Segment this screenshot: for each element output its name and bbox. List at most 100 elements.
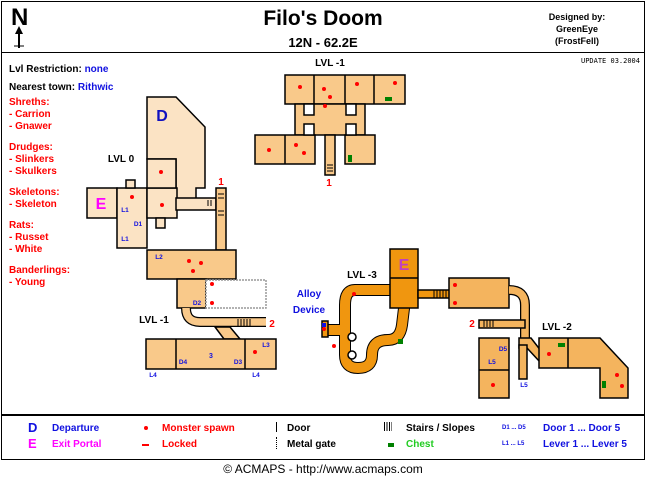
level-m1-bottom — [145, 187, 277, 370]
spawn-icon — [328, 95, 332, 99]
gate-icon — [276, 437, 278, 449]
spawn-icon — [393, 81, 397, 85]
monster-group: Shreths:- Carrion- Gnawer — [9, 97, 52, 132]
legend-gate: Metal gate — [287, 439, 336, 450]
spawn-icon — [267, 148, 271, 152]
spawn-icon — [144, 426, 148, 430]
town-value: Rithwic — [77, 82, 114, 93]
door-label: D2 — [193, 300, 202, 307]
monster-group: Skeletons:- Skeleton — [9, 187, 60, 210]
page-title: Filo's Doom — [263, 7, 383, 30]
level-label: LVL 0 — [108, 154, 135, 165]
designed-by-label: Designed by: — [548, 12, 606, 22]
spawn-icon — [355, 82, 359, 86]
restriction-label: Lvl Restriction: — [9, 64, 82, 75]
spawn-icon — [160, 203, 164, 207]
legend-departure: Departure — [52, 423, 100, 434]
spawn-icon — [130, 195, 134, 199]
level-0 — [86, 96, 217, 249]
spawn-icon — [453, 283, 457, 287]
stairs-icon — [207, 193, 224, 216]
spawn-icon — [453, 301, 457, 305]
lever-label: L1 — [121, 207, 129, 214]
monster-group: Banderlings:- Young — [9, 265, 71, 288]
level-label: LVL -1 — [139, 315, 169, 326]
lever-label: L5 — [488, 359, 496, 366]
spawn-icon — [210, 282, 214, 286]
spawn-icon — [620, 384, 624, 388]
link-marker: 2 — [269, 319, 275, 330]
spawn-icon — [187, 259, 191, 263]
door-label: D1 — [134, 221, 143, 228]
spawn-icon — [199, 261, 203, 265]
designer-name: GreenEye — [555, 24, 599, 34]
monster-list: Shreths:- Carrion- Gnawer Drudges:- Slin… — [9, 97, 70, 289]
legend-locked: Locked — [162, 439, 198, 450]
spawn-icon — [615, 373, 619, 377]
spawn-icon — [294, 143, 298, 147]
lever-label: L3 — [262, 342, 270, 349]
departure-marker: D — [156, 108, 168, 125]
designer-server: (FrostFell) — [555, 36, 599, 46]
stairs-icon — [483, 320, 494, 327]
spawn-icon — [352, 292, 356, 296]
spawn-icon — [298, 85, 302, 89]
stairs-icon — [433, 290, 447, 298]
north-arrow-icon — [14, 26, 24, 48]
lever-label: L2 — [155, 254, 163, 261]
footer-copyright: © ACMAPS - http://www.acmaps.com — [223, 462, 423, 476]
link-marker: 2 — [469, 319, 475, 330]
spawn-icon — [322, 327, 326, 331]
legend-door: Door — [287, 423, 311, 434]
stairs — [207, 164, 494, 327]
lever-label: L4 — [149, 372, 157, 379]
coordinates: 12N - 62.2E — [288, 35, 358, 50]
legend-doors: Door 1 ... Door 5 — [543, 423, 621, 434]
alloy-device-label: Device — [293, 305, 326, 316]
level-m1-top — [254, 74, 406, 176]
level-label: LVL -3 — [347, 270, 377, 281]
spawn-icon — [253, 350, 257, 354]
legend-stairs: Stairs / Slopes — [406, 423, 475, 434]
spawn-icon — [491, 383, 495, 387]
level-label: LVL -2 — [542, 322, 572, 333]
chest-icon — [558, 343, 565, 347]
spawn-icon — [302, 151, 306, 155]
chest-icon — [388, 443, 394, 447]
link-marker: 1 — [218, 177, 224, 188]
door-label: D5 — [499, 346, 508, 353]
legend: D Departure E Exit Portal Monster spawn … — [1, 415, 645, 460]
map-area: UPDATE 03.2004 Lvl Restriction: none Nea… — [1, 52, 645, 415]
lever-label: L4 — [252, 372, 260, 379]
door-label: D4 — [179, 359, 188, 366]
link-marker: 1 — [326, 178, 332, 189]
monster-group: Rats:- Russet- White — [9, 220, 49, 255]
spawn-icon — [322, 87, 326, 91]
levers-icon: L1 ... L5 — [502, 441, 525, 447]
chests — [348, 97, 606, 388]
update-date: UPDATE 03.2004 — [580, 57, 640, 65]
chest-icon — [602, 381, 606, 388]
chest-icon — [385, 97, 392, 101]
lever-label: L1 — [121, 236, 129, 243]
spawn-icon — [547, 352, 551, 356]
stairs-icon — [237, 319, 251, 326]
restriction-value: none — [84, 64, 109, 75]
spawn-icon — [332, 344, 336, 348]
level-m2 — [448, 277, 629, 399]
alloy-device-icon — [322, 323, 326, 327]
alloy-device-label: Alloy — [297, 289, 322, 300]
level-label: LVL -1 — [315, 58, 345, 69]
door-label: D3 — [234, 359, 243, 366]
locked-icon — [142, 444, 149, 446]
level-m3 — [321, 248, 451, 375]
legend-exit-icon: E — [28, 436, 37, 451]
spawn-icon — [323, 104, 327, 108]
stairs-icon — [327, 164, 333, 172]
door-icon — [276, 422, 277, 432]
spawn-icon — [159, 170, 163, 174]
town-label: Nearest town: — [9, 82, 76, 93]
spawn-icon — [210, 301, 214, 305]
stairs-icon — [384, 422, 392, 431]
